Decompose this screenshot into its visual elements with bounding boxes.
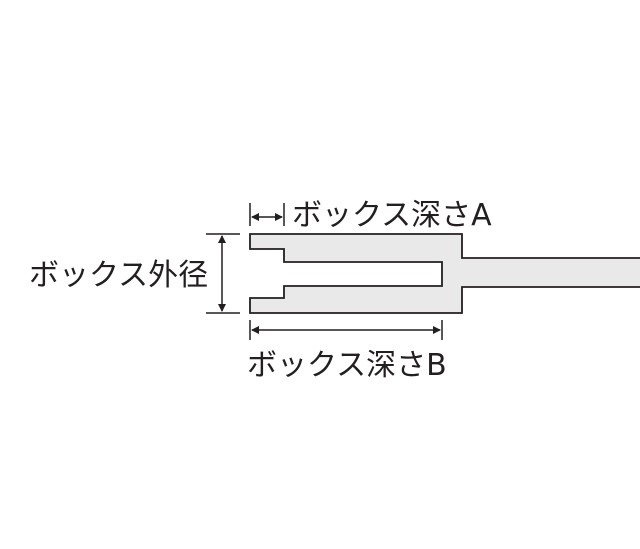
label-depth-b: ボックス深さB: [247, 348, 447, 383]
label-depth-a: ボックス深さA: [292, 198, 492, 233]
label-outer-diameter: ボックス外径: [29, 258, 208, 293]
socket-outline: [249, 233, 640, 314]
